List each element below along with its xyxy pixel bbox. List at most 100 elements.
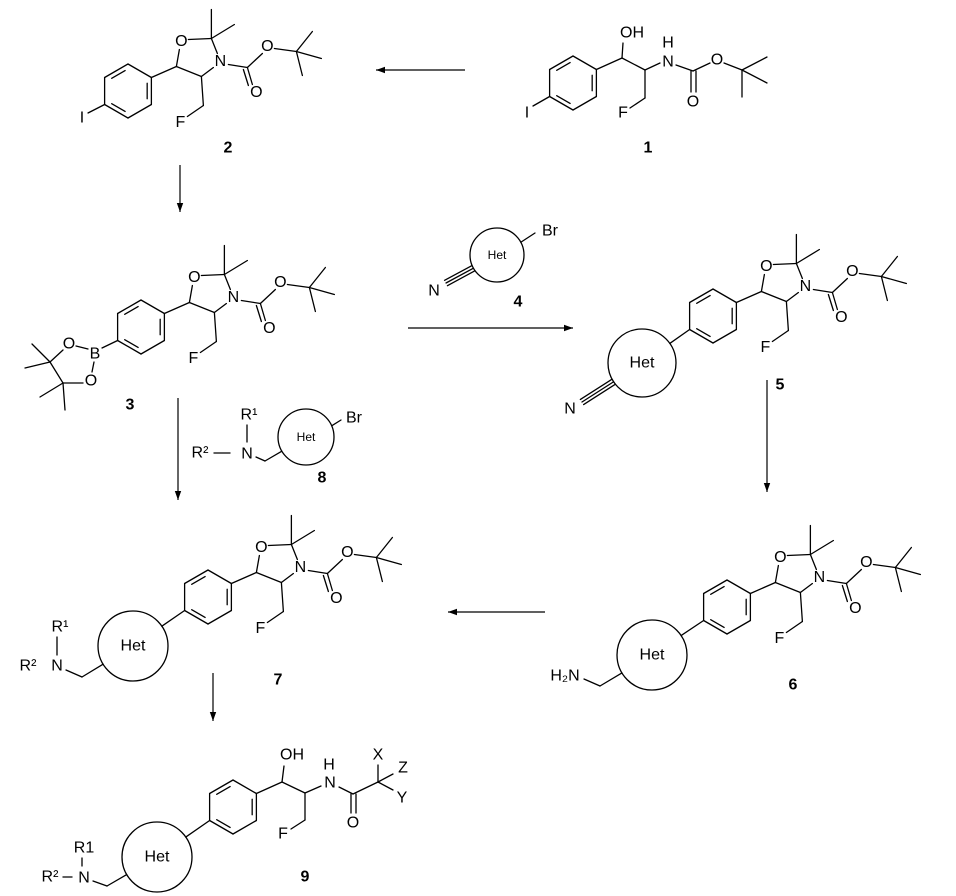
amide-hydrogen: H — [662, 35, 674, 52]
bond — [65, 669, 83, 678]
aromatic-inner-bond — [696, 328, 711, 338]
aromatic-inner-bond — [696, 294, 711, 304]
het-aryl-bond — [669, 328, 691, 345]
bond — [106, 873, 128, 887]
ring-oxygen: O — [175, 33, 187, 50]
nitrile-triple-bond — [582, 383, 616, 406]
ester-oxygen: O — [846, 263, 858, 280]
n-c4-bond — [785, 291, 800, 303]
carbonyl-double-bond — [827, 293, 835, 312]
carbonyl-double-bond — [246, 66, 254, 86]
x-substituent: X — [373, 747, 384, 764]
fluorine: F — [774, 630, 784, 647]
bond — [621, 57, 646, 71]
het-aryl-bond — [185, 819, 211, 838]
carbonyl-double-bond — [845, 582, 853, 602]
het-label: Het — [640, 647, 665, 664]
bond — [583, 678, 601, 687]
aromatic-inner-bond — [216, 819, 231, 829]
nitrile-triple-bond — [445, 267, 475, 284]
compound-number-2: 2 — [224, 140, 233, 157]
c4-ch2-bond — [200, 75, 205, 107]
methyl-bond — [210, 23, 236, 40]
methyl-bond — [880, 275, 889, 302]
aromatic-inner-bond — [124, 339, 139, 349]
compound-number-8: 8 — [318, 470, 327, 487]
fluorine: F — [188, 350, 198, 367]
methyl-bond — [375, 556, 403, 566]
carbonyl-oxygen: O — [330, 590, 342, 607]
compound-number-5: 5 — [776, 377, 785, 394]
bond — [91, 361, 95, 373]
benzene-bond — [140, 299, 166, 315]
benzene-bond — [712, 288, 738, 304]
arrow-2-to-3 — [176, 165, 184, 212]
ring-oxygen: O — [255, 539, 267, 556]
benzene-bond — [726, 619, 752, 635]
n-carbonyl-bond — [240, 299, 262, 305]
aromatic-inner-bond — [191, 575, 206, 585]
nitrile-triple-bond — [443, 264, 473, 282]
benzene-bond — [548, 95, 574, 111]
bond — [281, 765, 285, 783]
arrow-head — [176, 203, 184, 212]
n-carbonyl-bond — [227, 63, 249, 69]
amide-nitrogen: N — [324, 775, 336, 792]
compound-number-1: 1 — [644, 140, 653, 157]
het-ring — [607, 328, 677, 398]
bond — [338, 786, 354, 795]
ester-oxygen: O — [711, 52, 723, 69]
ester-oxygen: O — [341, 544, 353, 561]
ring-nitrogen: N — [800, 278, 812, 295]
n-carbonyl-bond — [826, 579, 848, 585]
z-substituent: Z — [398, 760, 408, 777]
benzene-bond — [103, 103, 129, 119]
benzene-bond — [127, 63, 153, 79]
compound-number-9: 9 — [301, 869, 310, 886]
bond — [81, 663, 104, 678]
y-substituent: Y — [397, 790, 408, 807]
bond — [281, 781, 306, 794]
methyl-bond — [795, 248, 821, 265]
fluorine: F — [618, 105, 628, 122]
ch2-f-bond — [785, 620, 804, 634]
compound-number-4: 4 — [514, 294, 523, 311]
benzene-bond — [232, 779, 258, 795]
bond — [62, 382, 66, 411]
ring-nitrogen: N — [228, 289, 240, 306]
c-o-ester-bond — [326, 558, 344, 575]
benzene-bond — [207, 569, 233, 585]
ester-oxygen: O — [860, 554, 872, 571]
c4-ch2-bond — [213, 311, 218, 343]
methyl-bond — [290, 529, 316, 546]
methyl-bond — [894, 566, 903, 593]
methyl-bond — [308, 286, 317, 313]
n-c4-bond — [200, 66, 215, 78]
r2-substituent: R² — [192, 445, 210, 462]
c4-ch2-bond — [799, 591, 804, 623]
r1-substituent: R¹ — [241, 407, 258, 424]
c4-c5-bond — [760, 290, 788, 303]
c5-o-bond — [188, 284, 194, 304]
bond — [741, 69, 768, 84]
bond — [599, 672, 623, 687]
bond — [49, 349, 64, 363]
c5-o-bond — [760, 273, 766, 293]
methyl-bond — [894, 566, 922, 576]
arrow-head — [564, 324, 573, 332]
bond — [692, 62, 711, 72]
ring-oxygen: O — [188, 269, 200, 286]
bond — [75, 345, 89, 350]
carbonyl-double-bond — [841, 584, 849, 603]
r1-substituent: R1 — [74, 840, 95, 857]
carbonyl-oxygen: O — [835, 309, 847, 326]
c-o-ester-bond — [259, 288, 277, 305]
c5-o-bond — [255, 554, 261, 574]
methyl-bond — [894, 546, 913, 569]
bond — [749, 581, 777, 595]
